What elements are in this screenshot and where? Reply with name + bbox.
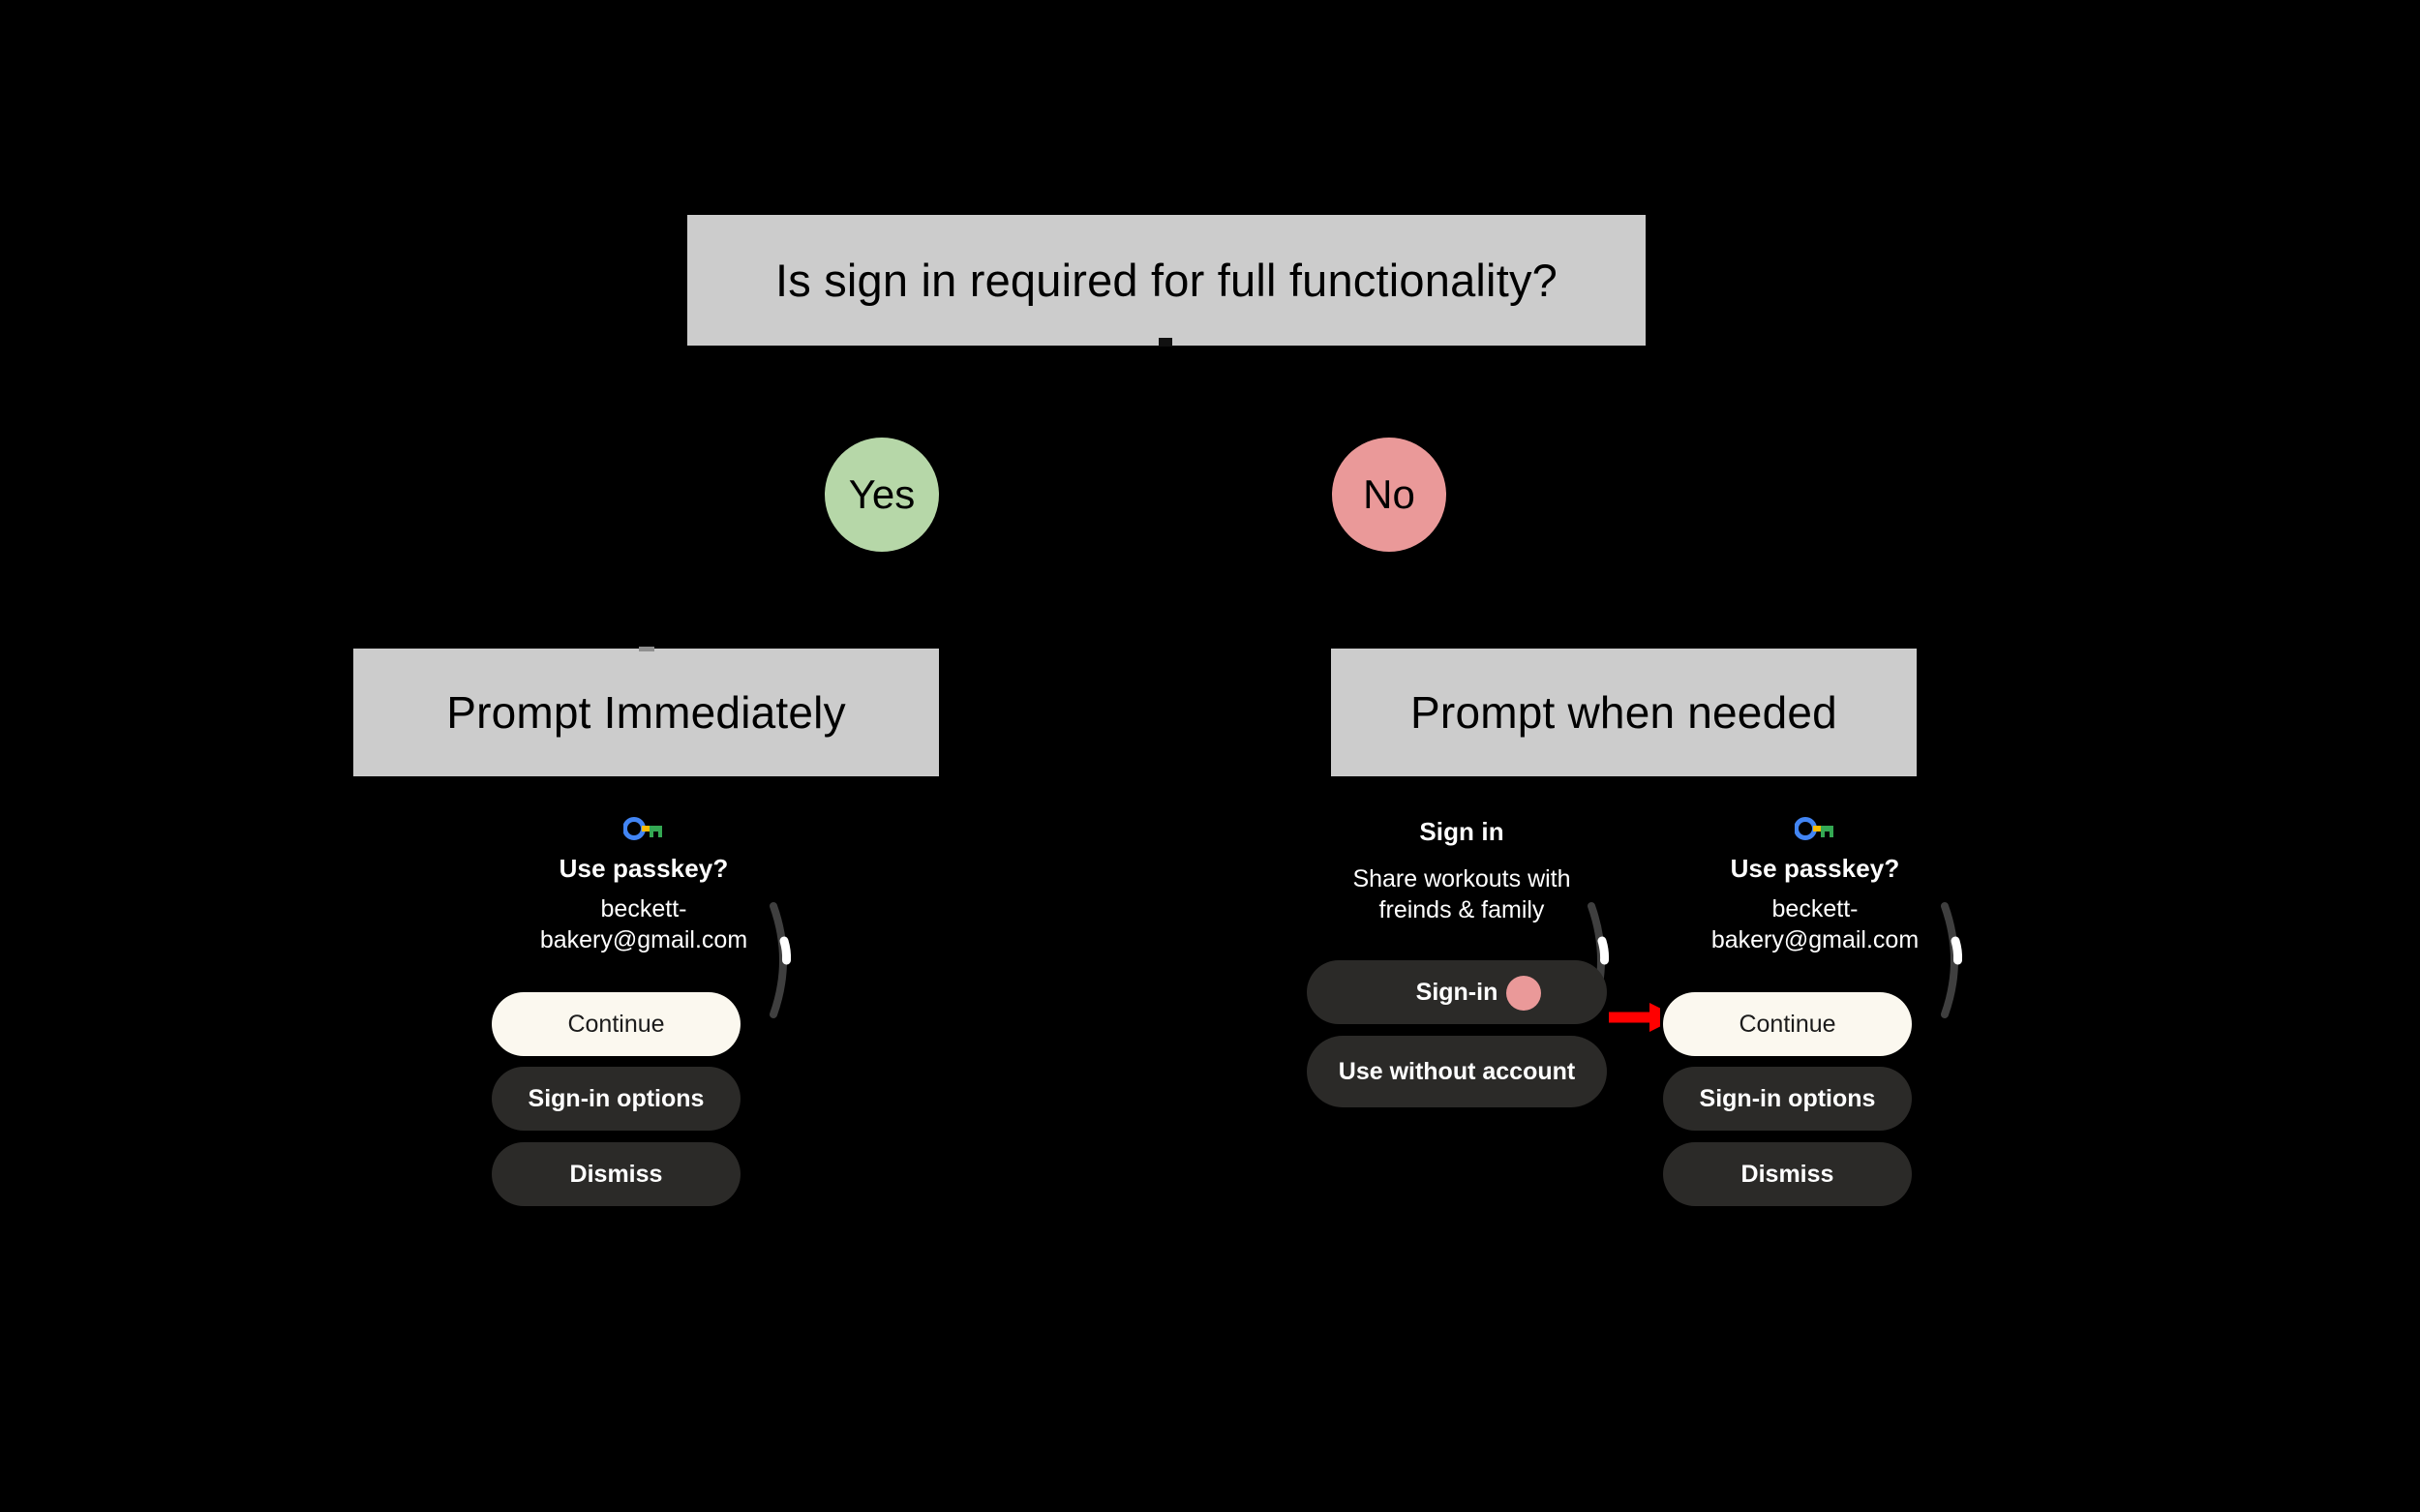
watch-right-subtitle-line2: bakery@gmail.com bbox=[1710, 926, 1920, 953]
google-passkey-icon bbox=[622, 816, 664, 841]
watch-left-subtitle-line1: beckett- bbox=[600, 895, 687, 922]
watch-left-dismiss-button[interactable]: Dismiss bbox=[492, 1142, 741, 1206]
watch-middle-use-without-account-button[interactable]: Use without account bbox=[1307, 1036, 1607, 1107]
branch-no-text: No bbox=[1363, 471, 1415, 517]
watch-right-signin-options-label: Sign-in options bbox=[1699, 1085, 1876, 1112]
outcome-node-prompt-immediately: Prompt Immediately bbox=[353, 649, 939, 776]
watch-right-dismiss-button[interactable]: Dismiss bbox=[1663, 1142, 1912, 1206]
google-passkey-icon bbox=[1794, 816, 1835, 841]
tap-indicator-icon bbox=[1506, 976, 1541, 1011]
watch-middle-subtitle-line2: freinds & family bbox=[1378, 896, 1545, 923]
decision-connector-stub bbox=[1159, 338, 1172, 347]
watch-left-continue-button[interactable]: Continue bbox=[492, 992, 741, 1056]
watch-left-title: Use passkey? bbox=[559, 854, 729, 883]
watch-left-subtitle-line2: bakery@gmail.com bbox=[539, 926, 748, 953]
watch-left-signin-options-label: Sign-in options bbox=[528, 1085, 705, 1112]
watch-right-subtitle: beckett- bakery@gmail.com bbox=[1660, 893, 1970, 955]
outcome-right-label: Prompt when needed bbox=[1410, 687, 1837, 738]
watch-right-dismiss-label: Dismiss bbox=[1740, 1161, 1834, 1188]
watch-middle-signin-button[interactable]: Sign-in bbox=[1307, 960, 1607, 1024]
watch-middle-title: Sign in bbox=[1419, 817, 1504, 846]
watch-left-continue-label: Continue bbox=[567, 1011, 665, 1038]
watch-right-continue-button[interactable]: Continue bbox=[1663, 992, 1912, 1056]
scroll-indicator-left[interactable] bbox=[768, 900, 810, 1020]
watch-right-title: Use passkey? bbox=[1730, 854, 1900, 883]
watch-right-continue-label: Continue bbox=[1739, 1011, 1836, 1038]
watch-screen-left-passkey: Use passkey? beckett- bakery@gmail.com C… bbox=[489, 803, 799, 1307]
watch-middle-use-without-account-label: Use without account bbox=[1338, 1058, 1576, 1085]
outcome-node-prompt-when-needed: Prompt when needed bbox=[1331, 649, 1917, 776]
watch-left-signin-options-button[interactable]: Sign-in options bbox=[492, 1067, 741, 1131]
watch-screen-right-passkey: Use passkey? beckett- bakery@gmail.com C… bbox=[1660, 803, 1970, 1307]
decision-node-label: Is sign in required for full functionali… bbox=[774, 255, 1558, 306]
scroll-indicator-right[interactable] bbox=[1939, 900, 1981, 1020]
watch-left-subtitle: beckett- bakery@gmail.com bbox=[489, 893, 799, 955]
decision-node: Is sign in required for full functionali… bbox=[687, 215, 1646, 346]
watch-middle-subtitle-line1: Share workouts with bbox=[1352, 865, 1571, 892]
watch-left-dismiss-label: Dismiss bbox=[569, 1161, 663, 1188]
branch-label-no: No bbox=[1332, 438, 1446, 552]
watch-right-subtitle-line1: beckett- bbox=[1771, 895, 1859, 922]
watch-middle-signin-label: Sign-in bbox=[1415, 979, 1498, 1006]
left-outcome-connector-stub bbox=[639, 647, 654, 651]
branch-label-yes: Yes bbox=[825, 438, 939, 552]
branch-yes-text: Yes bbox=[848, 471, 916, 517]
outcome-left-label: Prompt Immediately bbox=[446, 687, 846, 738]
watch-right-signin-options-button[interactable]: Sign-in options bbox=[1663, 1067, 1912, 1131]
watch-screen-middle-signin: Sign in Share workouts with freinds & fa… bbox=[1307, 803, 1617, 1307]
watch-middle-subtitle: Share workouts with freinds & family bbox=[1307, 863, 1617, 925]
